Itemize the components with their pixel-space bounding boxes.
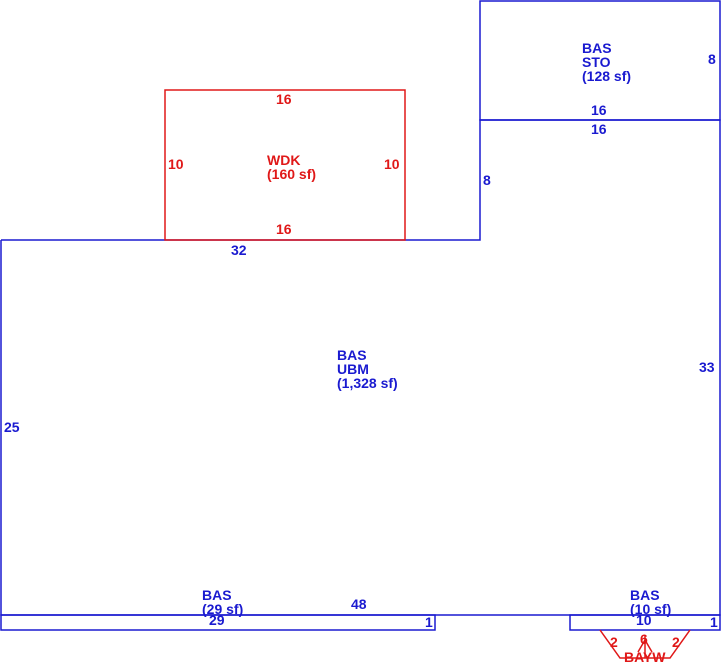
dim-sto-bottom: 16 bbox=[591, 102, 607, 118]
wdk-outline bbox=[164, 89, 406, 241]
dim-wdk-right: 10 bbox=[384, 156, 400, 172]
bas29-label-2: (29 sf) bbox=[202, 601, 243, 617]
dim-wdk-top: 16 bbox=[276, 91, 292, 107]
dim-step-vertical: 8 bbox=[483, 172, 491, 188]
dim-bas29-end: 1 bbox=[425, 614, 433, 630]
sto-label-3: (128 sf) bbox=[582, 68, 631, 84]
wdk-label-2: (160 sf) bbox=[267, 166, 316, 182]
ubm-label-2: UBM bbox=[337, 361, 369, 377]
dim-ubm-right: 33 bbox=[699, 359, 715, 375]
dim-ubm-bottom: 48 bbox=[351, 596, 367, 612]
bas10-label-2: (10 sf) bbox=[630, 601, 671, 617]
bas10-label-1: BAS bbox=[630, 587, 660, 603]
dim-wdk-bottom: 16 bbox=[276, 221, 292, 237]
bas29-outline bbox=[0, 614, 436, 631]
dim-sto-right: 8 bbox=[708, 51, 716, 67]
dim-bas10-end: 1 bbox=[710, 614, 718, 630]
ubm-label-3: (1,328 sf) bbox=[337, 375, 398, 391]
dim-ubm-left: 25 bbox=[4, 419, 20, 435]
ubm-label-1: BAS bbox=[337, 347, 367, 363]
dim-wdk-left: 10 bbox=[168, 156, 184, 172]
dim-bay-mid: 6 bbox=[640, 631, 648, 647]
bay-arrow-right bbox=[644, 639, 653, 653]
dim-bas10-width: 10 bbox=[636, 612, 652, 628]
sto-label-2: STO bbox=[582, 54, 611, 70]
bas10-outline bbox=[569, 614, 721, 631]
wdk-label-1: WDK bbox=[267, 152, 300, 168]
bay-label: BAYW bbox=[624, 649, 666, 662]
dim-bay-right: 2 bbox=[672, 634, 680, 650]
sto-outline bbox=[479, 0, 721, 121]
bas29-label-1: BAS bbox=[202, 587, 232, 603]
sto-label-1: BAS bbox=[582, 40, 612, 56]
dim-bay-left: 2 bbox=[610, 634, 618, 650]
dim-ubm-top-left: 32 bbox=[231, 242, 247, 258]
dim-ubm-top-right: 16 bbox=[591, 121, 607, 137]
bay-arrow-left bbox=[637, 639, 646, 653]
dim-bas29-width: 29 bbox=[209, 612, 225, 628]
